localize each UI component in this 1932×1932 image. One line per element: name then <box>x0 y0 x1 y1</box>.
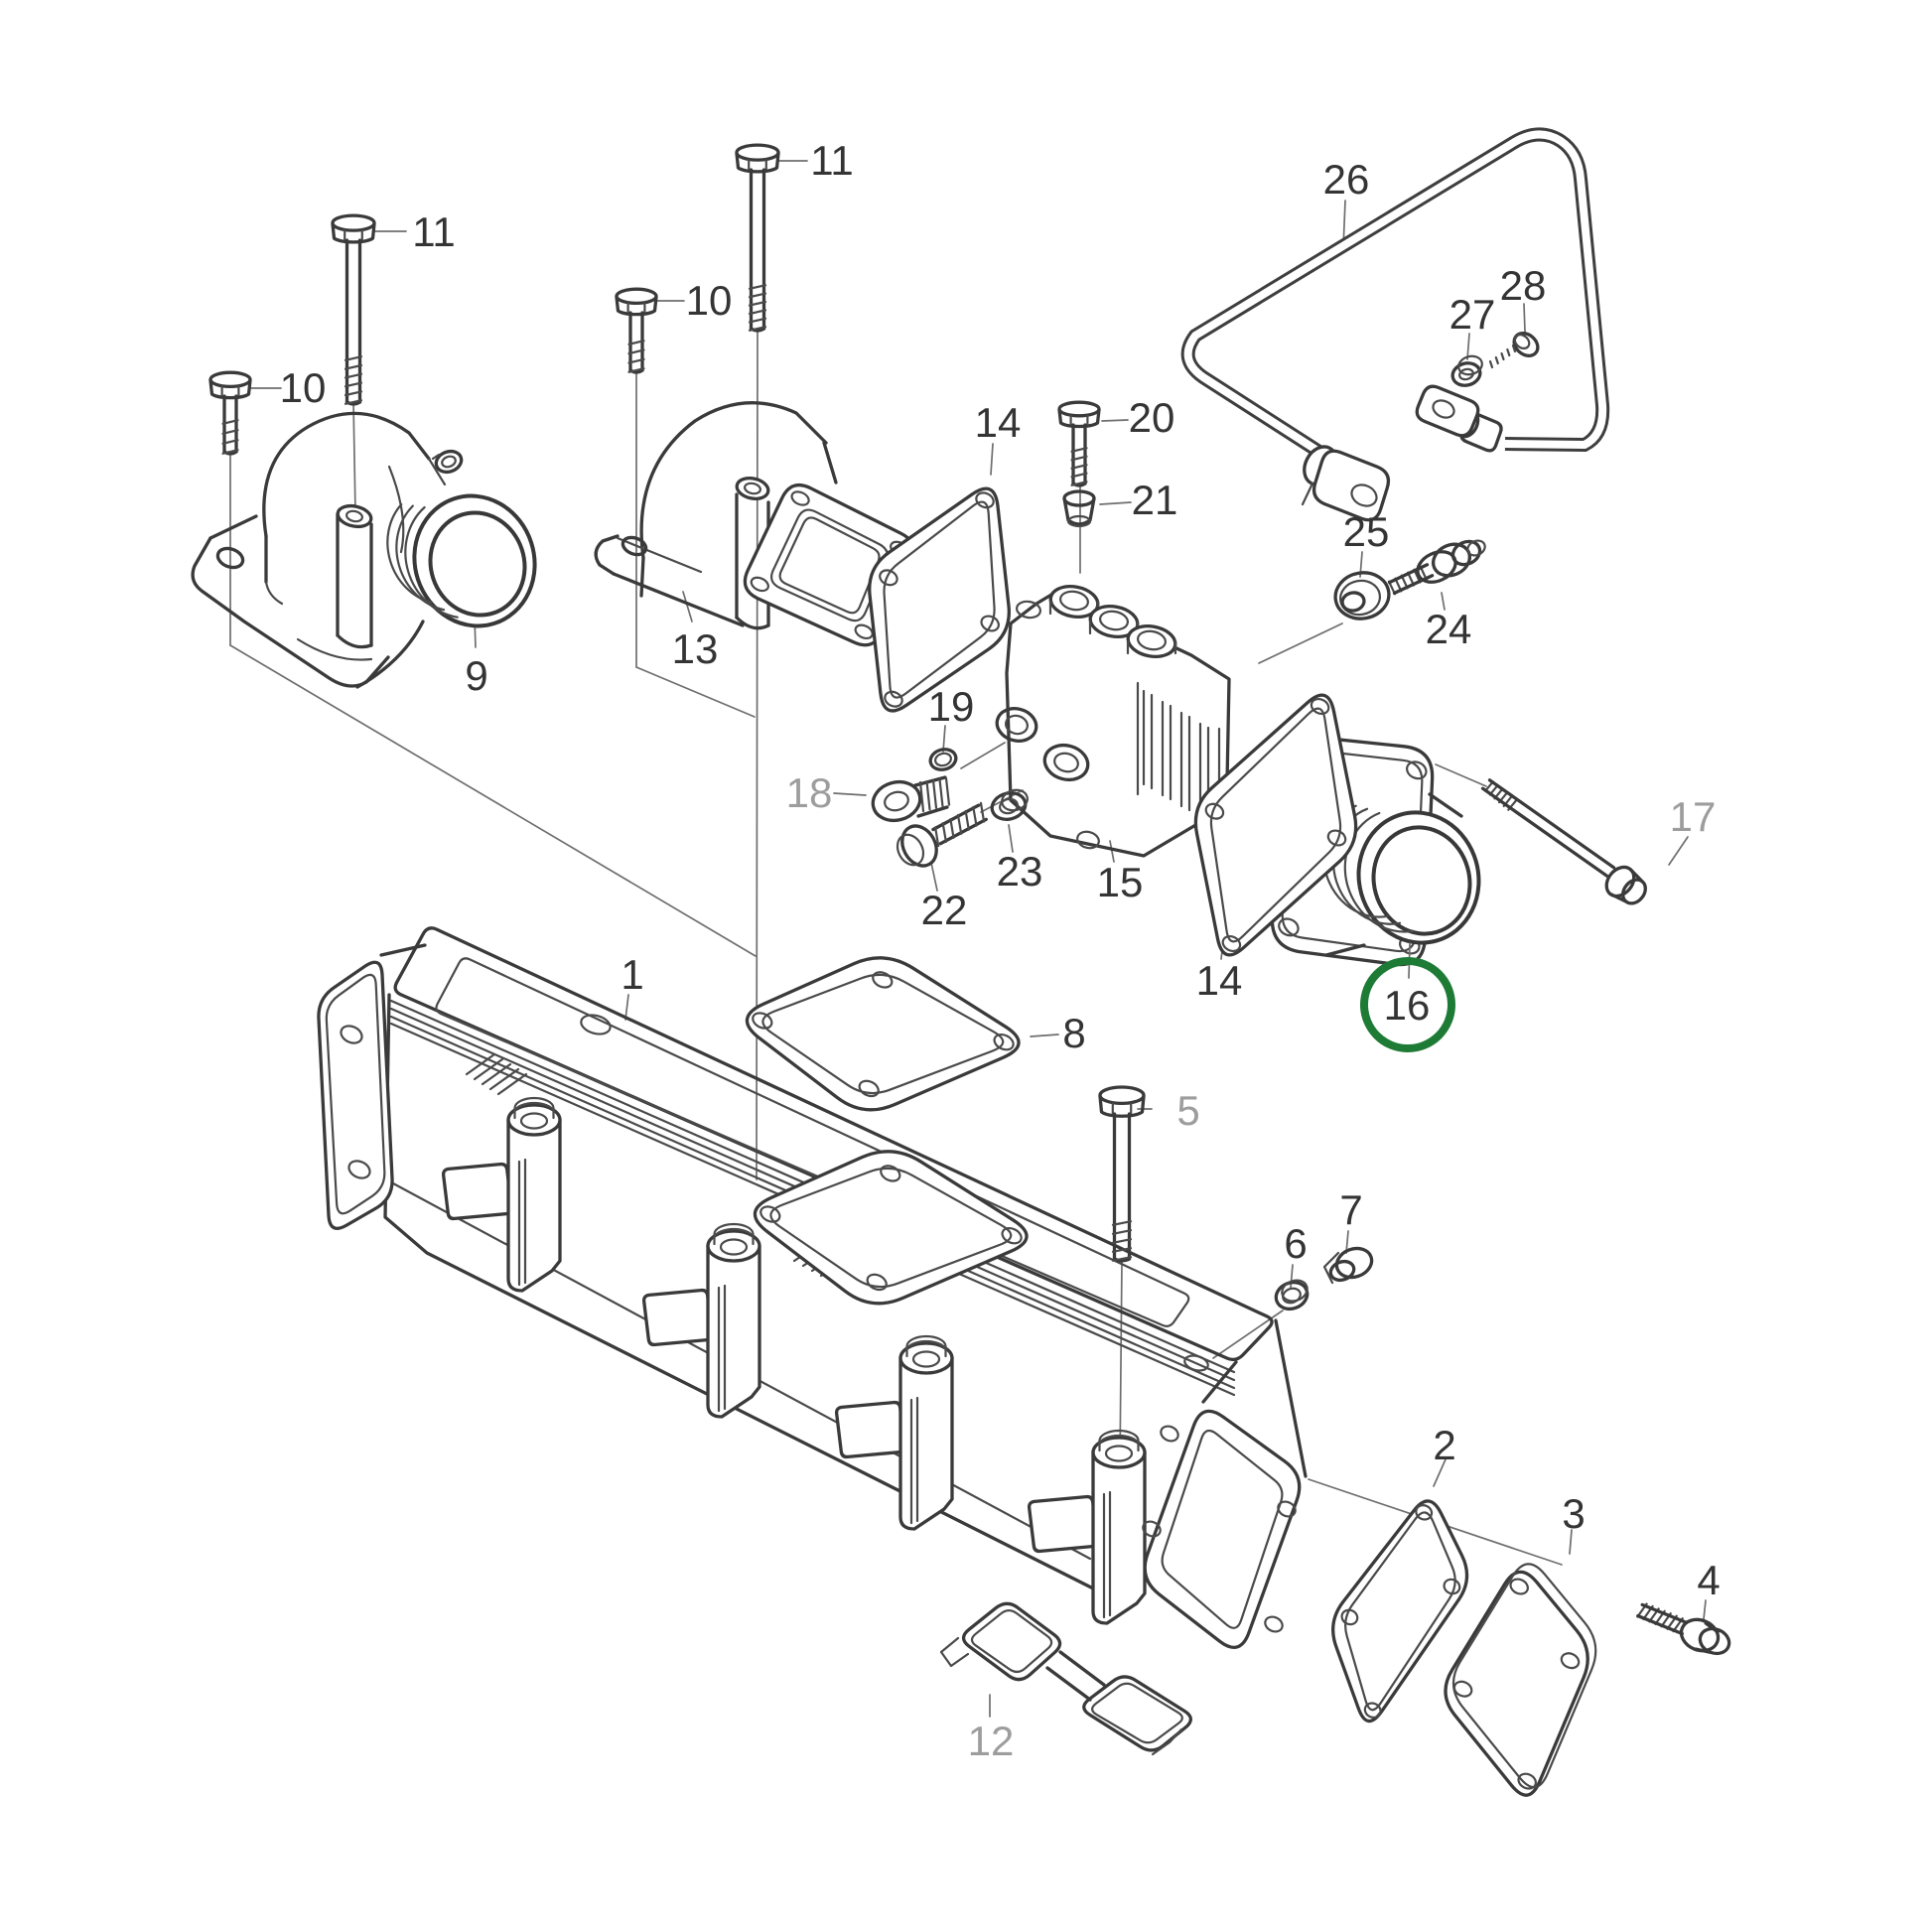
svg-text:2: 2 <box>1433 1422 1455 1468</box>
svg-text:19: 19 <box>928 683 975 730</box>
svg-text:15: 15 <box>1097 859 1144 905</box>
svg-text:28: 28 <box>1500 262 1547 309</box>
svg-text:24: 24 <box>1426 606 1472 652</box>
svg-text:17: 17 <box>1670 793 1717 840</box>
svg-text:26: 26 <box>1323 156 1370 203</box>
svg-text:5: 5 <box>1176 1087 1199 1134</box>
svg-text:13: 13 <box>672 625 719 672</box>
svg-text:4: 4 <box>1697 1557 1720 1603</box>
svg-text:16: 16 <box>1384 982 1431 1029</box>
svg-text:23: 23 <box>997 848 1043 895</box>
svg-text:10: 10 <box>686 277 733 324</box>
svg-text:21: 21 <box>1132 477 1178 523</box>
svg-text:10: 10 <box>280 364 327 411</box>
svg-text:8: 8 <box>1062 1010 1085 1056</box>
svg-text:14: 14 <box>975 399 1022 446</box>
svg-text:6: 6 <box>1284 1220 1307 1267</box>
svg-text:7: 7 <box>1339 1186 1362 1233</box>
svg-text:14: 14 <box>1196 957 1243 1004</box>
svg-text:25: 25 <box>1343 508 1390 555</box>
svg-text:1: 1 <box>621 951 643 998</box>
svg-text:22: 22 <box>921 887 968 933</box>
svg-text:20: 20 <box>1129 394 1175 441</box>
svg-text:11: 11 <box>412 208 456 255</box>
svg-text:3: 3 <box>1562 1490 1585 1537</box>
svg-text:11: 11 <box>810 137 854 184</box>
svg-text:18: 18 <box>786 769 833 816</box>
svg-text:12: 12 <box>968 1718 1015 1764</box>
svg-text:9: 9 <box>465 652 487 699</box>
svg-text:27: 27 <box>1449 291 1496 338</box>
